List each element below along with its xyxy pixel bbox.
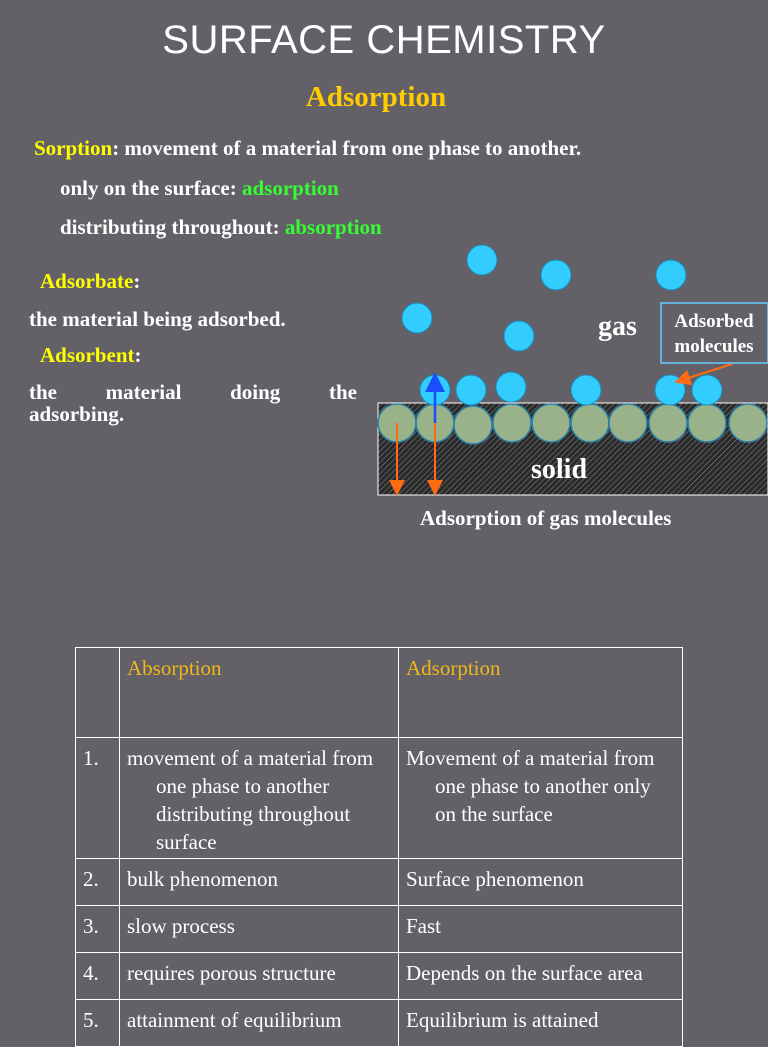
solid-particle [608, 403, 648, 443]
adsorbed-molecule [455, 374, 487, 406]
absorption-term: absorption [284, 215, 382, 239]
row-number: 4. [75, 952, 120, 1000]
table-row: 5. attainment of equilibrium Equilibrium… [75, 999, 683, 1047]
gas-molecule [466, 244, 498, 276]
adsorbent-heading: Adsorbent: [40, 342, 142, 368]
label-pointer-arrow [674, 363, 733, 386]
absorption-cell: bulk phenomenon [119, 858, 399, 906]
adsorbed-label-box [660, 302, 768, 364]
solid-particle [728, 403, 768, 443]
gas-molecule [401, 302, 433, 334]
table-row: 3. slow process Fast [75, 905, 683, 953]
adsorption-definition: only on the surface: adsorption [60, 175, 339, 201]
adsorbent-word: doing [230, 380, 281, 404]
table-row: 4. requires porous structure Depends on … [75, 952, 683, 1000]
sorption-definition: Sorption: movement of a material from on… [34, 135, 581, 161]
adsorbed-molecule [691, 374, 723, 406]
throughout-prefix: distributing throughout: [60, 215, 285, 239]
adsorbed-label-line2: molecules [674, 336, 753, 357]
solid-particle [648, 403, 688, 443]
absorption-cell-text: movement of a material from one phase to… [127, 746, 374, 854]
adsorbate-heading: Adsorbate: [40, 268, 140, 294]
table-row: 2. bulk phenomenon Surface phenomenon [75, 858, 683, 906]
absorption-definition: distributing throughout: absorption [60, 214, 382, 240]
absorption-cell: requires porous structure [119, 952, 399, 1000]
adsorbent-word: the [328, 380, 357, 404]
header-cell-blank [75, 647, 120, 738]
adsorbent-definition-end: adsorbing. [29, 402, 125, 426]
adsorbent-term: Adsorbent [40, 343, 135, 367]
adsorbent-word: the [29, 380, 57, 404]
surface-prefix: only on the surface: [60, 176, 242, 200]
adsorption-diagram: Adsorbed molecules gas solid [377, 244, 768, 496]
adsorption-cell: Fast [398, 905, 683, 953]
adsorbed-molecule [570, 374, 602, 406]
row-number: 1. [75, 737, 120, 859]
sorption-text: : movement of a material from one phase … [112, 136, 582, 160]
adsorption-cell: Surface phenomenon [398, 858, 683, 906]
diagram-caption: Adsorption of gas molecules [420, 506, 672, 530]
header-cell-absorption: Absorption [119, 647, 399, 738]
gas-label: gas [598, 311, 637, 342]
solid-particle [453, 405, 493, 445]
absorption-cell: attainment of equilibrium [119, 999, 399, 1047]
gas-molecule [503, 320, 535, 352]
row-number: 3. [75, 905, 120, 953]
sorption-term: Sorption [34, 136, 113, 160]
comparison-table: Absorption Adsorption 1. movement of a m… [75, 647, 683, 1047]
page-subtitle: Adsorption [305, 81, 447, 113]
adsorbent-colon: : [134, 343, 142, 367]
page-title: SURFACE CHEMISTRY [162, 18, 606, 62]
gas-molecule [655, 259, 687, 291]
solid-particle [687, 403, 727, 443]
adsorbent-word: material [105, 380, 182, 404]
adsorption-cell-text: Movement of a material from one phase to… [406, 746, 655, 826]
solid-particle [570, 403, 610, 443]
adsorbed-label-line1: Adsorbed [674, 311, 754, 332]
row-number: 5. [75, 999, 120, 1047]
adsorbent-definition: the material doing the adsorbing. [29, 381, 357, 425]
solid-label: solid [531, 454, 587, 485]
adsorbate-colon: : [133, 269, 141, 293]
adsorption-term: adsorption [242, 176, 339, 200]
adsorbed-molecule [654, 374, 686, 406]
header-cell-adsorption: Adsorption [398, 647, 683, 738]
adsorption-cell: Movement of a material from one phase to… [398, 737, 683, 859]
solid-particles [377, 403, 768, 445]
solid-particle [531, 403, 571, 443]
adsorbate-term: Adsorbate [40, 269, 134, 293]
row-number: 2. [75, 858, 120, 906]
absorption-cell: movement of a material from one phase to… [119, 737, 399, 859]
adsorbate-definition: the material being adsorbed. [29, 307, 286, 331]
gas-molecule [540, 259, 572, 291]
adsorbed-molecule [495, 371, 527, 403]
adsorption-cell: Equilibrium is attained [398, 999, 683, 1047]
adsorbed-molecules [419, 371, 723, 406]
table-header-row: Absorption Adsorption [75, 647, 683, 738]
absorption-cell: slow process [119, 905, 399, 953]
adsorption-cell: Depends on the surface area [398, 952, 683, 1000]
gas-molecules [401, 244, 687, 352]
table-row: 1. movement of a material from one phase… [75, 737, 683, 859]
solid-particle [492, 403, 532, 443]
